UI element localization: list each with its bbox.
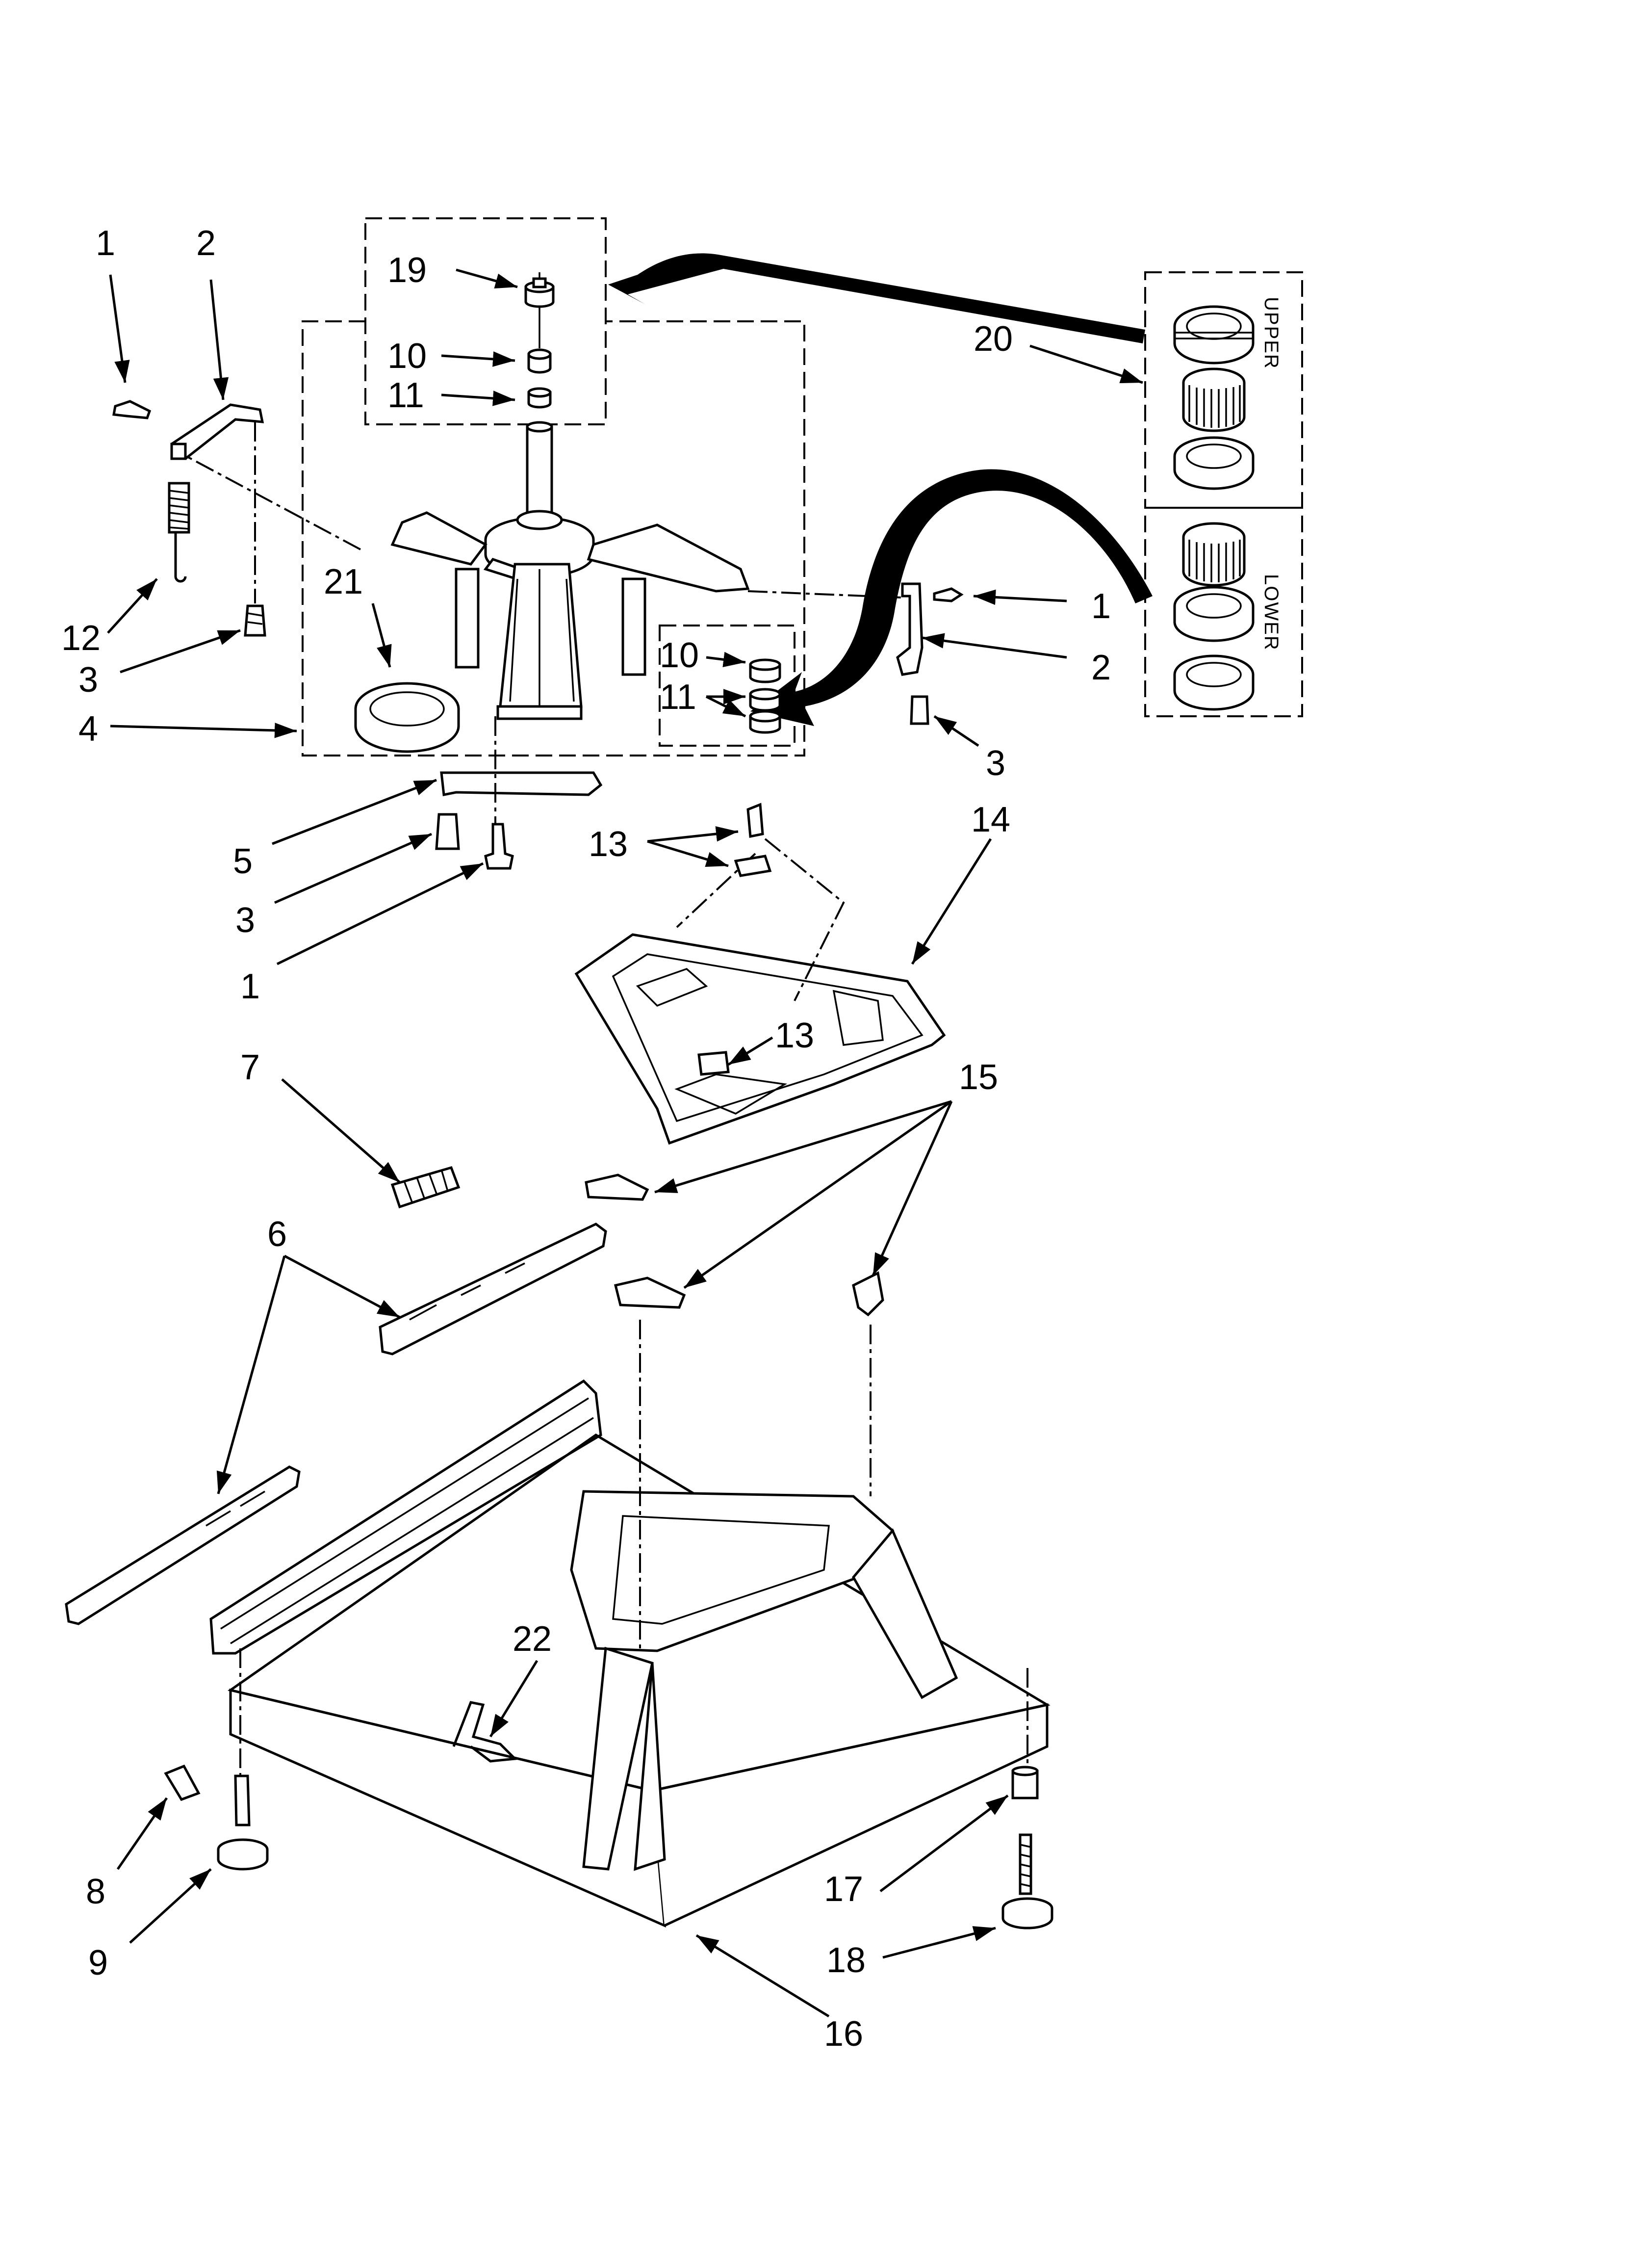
callout-4: 4 — [78, 709, 99, 749]
bushing-kit-parts — [1173, 305, 1255, 711]
upper-kit-arrow — [608, 253, 1145, 343]
kit-upper-threaded-ring — [1173, 305, 1255, 365]
callout-3-lower: 3 — [235, 901, 256, 940]
part-7-spring — [390, 1166, 461, 1209]
parts-7-15-6 — [65, 1166, 884, 1625]
kit-lower-splined-bushing — [1182, 522, 1246, 587]
kit-lower-ring-1 — [1173, 586, 1255, 642]
part-21-seal-ring — [354, 682, 460, 753]
callout-18: 18 — [826, 1941, 866, 1980]
kit-upper-plain-ring — [1173, 436, 1255, 490]
part-3-clip-left — [244, 604, 266, 637]
kit-label-lower: LOWER — [1260, 574, 1282, 651]
callout-1-lower: 1 — [240, 967, 260, 1006]
callout-19: 19 — [387, 251, 427, 290]
lower-bushing-stack — [749, 658, 781, 734]
part-2-bracket-right — [896, 582, 924, 676]
callout-3-left: 3 — [78, 660, 99, 700]
callout-10-top: 10 — [387, 337, 427, 376]
part-1-screw-left — [112, 400, 152, 419]
callout-10-mid: 10 — [660, 636, 699, 675]
dashed-group-boxes — [302, 217, 1303, 756]
callout-13-top: 13 — [589, 825, 628, 864]
upper-bushing-stack — [524, 272, 555, 409]
part-4-drive-bracket-assembly — [186, 421, 750, 720]
callout-8: 8 — [86, 1872, 106, 1911]
callout-1-top-left: 1 — [96, 224, 116, 263]
part-13-pad-top-a — [746, 803, 764, 838]
part-8-pin — [164, 1764, 201, 1801]
part-13-pad-top-b — [734, 855, 772, 877]
callout-12: 12 — [61, 619, 101, 658]
kit-upper-splined-bushing — [1182, 367, 1246, 432]
kit-lower-box — [1144, 507, 1303, 717]
lower-kit-arrow — [750, 469, 1153, 726]
drive-assembly-box — [302, 320, 805, 756]
part-13-pad-mid — [697, 1051, 730, 1076]
callout-3-right: 3 — [986, 744, 1006, 783]
part-16-base-assembly — [209, 1320, 1051, 1928]
part-15-pad-c — [852, 1271, 884, 1317]
callout-7: 7 — [240, 1048, 260, 1087]
part-3-clip-lower — [435, 813, 460, 850]
callout-13-mid: 13 — [775, 1016, 815, 1055]
part-6-rail-upper — [379, 1223, 607, 1356]
leader-lines — [107, 268, 1143, 2018]
kit-label-upper: UPPER — [1260, 297, 1282, 369]
part-5-bracket — [440, 771, 603, 796]
callout-1-right: 1 — [1091, 587, 1111, 626]
part-15-pad-a — [585, 1173, 649, 1201]
callout-22: 22 — [513, 1619, 552, 1659]
callout-6: 6 — [267, 1215, 287, 1254]
callout-14: 14 — [971, 800, 1011, 839]
callout-20: 20 — [974, 319, 1013, 359]
callout-9: 9 — [88, 1943, 108, 1982]
callout-2-right: 2 — [1091, 648, 1111, 687]
kit-lower-ring-2 — [1173, 654, 1255, 711]
callout-11-top: 11 — [387, 376, 424, 415]
callout-5: 5 — [233, 842, 253, 881]
callout-21: 21 — [324, 562, 363, 601]
callout-16: 16 — [824, 2014, 864, 2054]
part-14-suspension-frame — [574, 803, 946, 1145]
part-1-screw-right — [933, 587, 964, 602]
callout-17: 17 — [824, 1870, 864, 1909]
part-9-foot-left — [234, 1774, 251, 1826]
part-1-screw-lower — [484, 823, 514, 870]
lower-bracket-group — [435, 716, 603, 870]
part-22-hook — [452, 1701, 518, 1763]
callout-11-mid: 11 — [660, 678, 696, 717]
feet-parts — [164, 1764, 1053, 1929]
callout-2-top-left: 2 — [196, 224, 216, 263]
right-bracket-group — [747, 582, 964, 725]
part-3-clip-right — [910, 695, 929, 725]
callout-15: 15 — [959, 1058, 999, 1097]
kit-arrows — [608, 253, 1153, 726]
left-bracket-group — [112, 400, 266, 637]
part-15-pad-b — [614, 1277, 686, 1309]
